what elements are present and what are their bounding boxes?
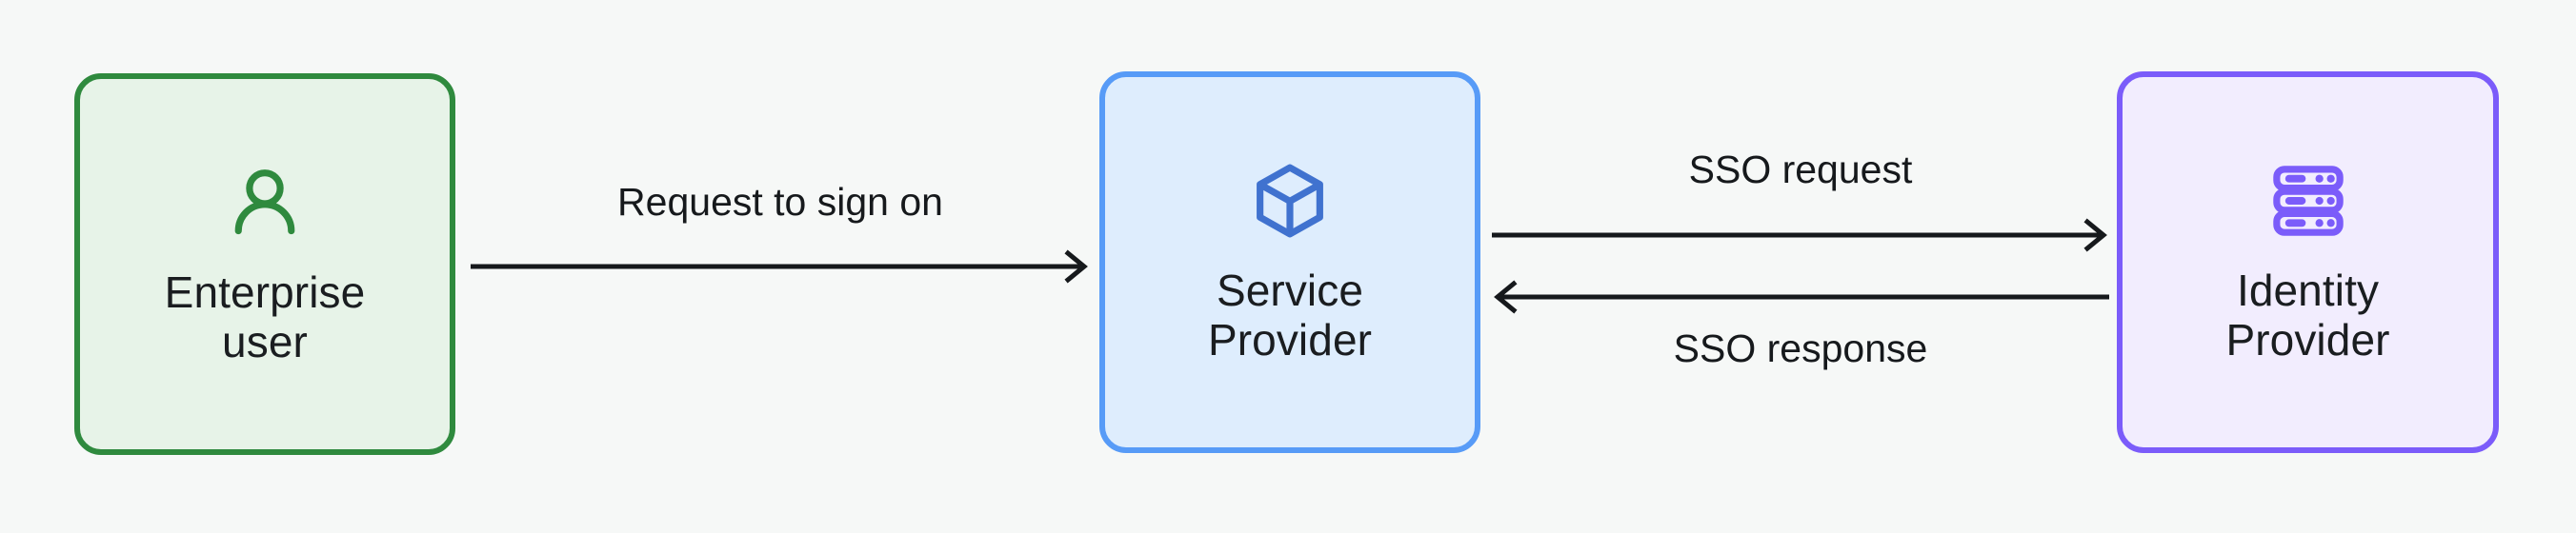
node-service-provider-label: Service Provider: [1207, 265, 1373, 365]
connector-request-to-sign-on: [471, 249, 1088, 284]
edge-label-sso-response: SSO response: [1673, 326, 1928, 370]
node-enterprise-user[interactable]: Enterprise user: [74, 73, 455, 455]
cube-icon: [1257, 164, 1323, 238]
connector-sso-response: [1494, 280, 2109, 314]
server-icon: [2272, 166, 2344, 236]
edge-label-request-to-sign-on: Request to sign on: [617, 180, 943, 224]
node-service-provider[interactable]: Service Provider: [1099, 71, 1480, 453]
node-enterprise-user-label: Enterprise user: [164, 266, 366, 366]
connector-sso-request: [1492, 218, 2107, 252]
node-identity-provider-label: Identity Provider: [2225, 265, 2390, 365]
edge-label-sso-request: SSO request: [1688, 148, 1913, 191]
user-icon: [234, 169, 295, 235]
node-identity-provider[interactable]: Identity Provider: [2117, 71, 2499, 453]
